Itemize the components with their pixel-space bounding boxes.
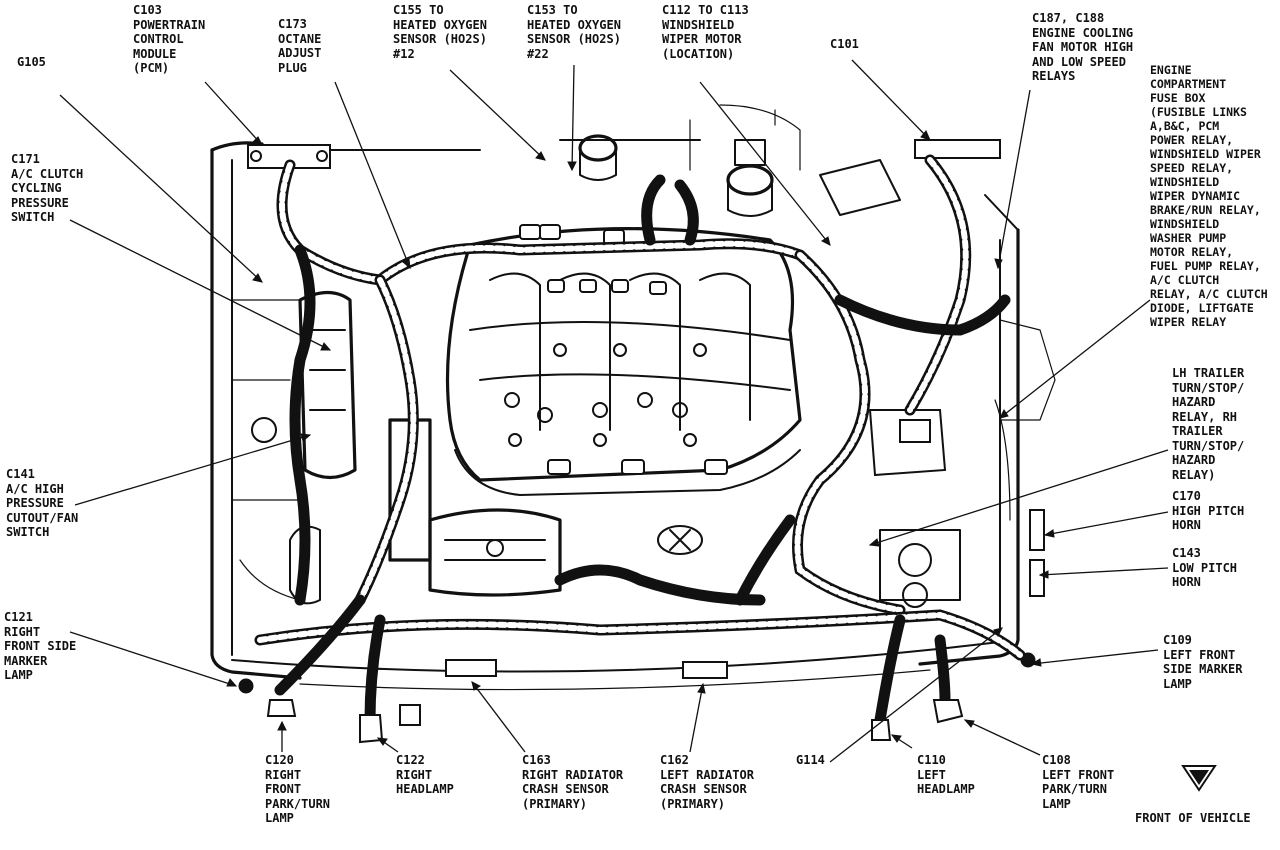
label-g114: G114 (796, 753, 825, 767)
label-c120: C120 RIGHT FRONT PARK/TURN LAMP (265, 753, 331, 825)
label-c141: C141 A/C HIGH PRESSURE CUTOUT/FAN SWITCH (6, 467, 79, 539)
label-c162: C162 LEFT RADIATOR CRASH SENSOR (PRIMARY… (660, 753, 754, 811)
label-c112: C112 TO C113 WINDSHIELD WIPER MOTOR (LOC… (662, 3, 749, 61)
label-c121: C121 RIGHT FRONT SIDE MARKER LAMP (4, 610, 77, 682)
vehicle-body-outline (210, 104, 1056, 691)
label-front-of-vehicle: FRONT OF VEHICLE (1135, 811, 1251, 825)
label-c109: C109 LEFT FRONT SIDE MARKER LAMP (1163, 633, 1243, 691)
components (238, 134, 1045, 694)
label-g105: G105 (17, 55, 46, 69)
label-c108: C108 LEFT FRONT PARK/TURN LAMP (1042, 753, 1115, 811)
label-c155: C155 TO HEATED OXYGEN SENSOR (HO2S) #12 (393, 3, 487, 61)
engine-block (428, 224, 802, 597)
wiring-harness (254, 154, 1026, 726)
label-fuse-box: ENGINE COMPARTMENT FUSE BOX (FUSIBLE LIN… (1150, 63, 1268, 329)
leader-lines (59, 59, 1169, 763)
down-arrow-icon (1181, 765, 1217, 792)
label-c143: C143 LOW PITCH HORN (1172, 546, 1238, 589)
label-c101: C101 (830, 37, 859, 51)
label-c171: C171 A/C CLUTCH CYCLING PRESSURE SWITCH (11, 152, 84, 224)
label-c153: C153 TO HEATED OXYGEN SENSOR (HO2S) #22 (527, 3, 621, 61)
label-lh-trailer: LH TRAILER TURN/STOP/ HAZARD RELAY, RH T… (1172, 366, 1245, 482)
label-c163: C163 RIGHT RADIATOR CRASH SENSOR (PRIMAR… (522, 753, 624, 811)
label-c122: C122 RIGHT HEADLAMP (396, 753, 454, 796)
label-c170: C170 HIGH PITCH HORN (1172, 489, 1245, 532)
label-c187: C187, C188 ENGINE COOLING FAN MOTOR HIGH… (1032, 11, 1134, 83)
label-c173: C173 OCTANE ADJUST PLUG (278, 17, 322, 75)
label-c103: C103 POWERTRAIN CONTROL MODULE (PCM) (133, 3, 206, 75)
label-c110: C110 LEFT HEADLAMP (917, 753, 975, 796)
